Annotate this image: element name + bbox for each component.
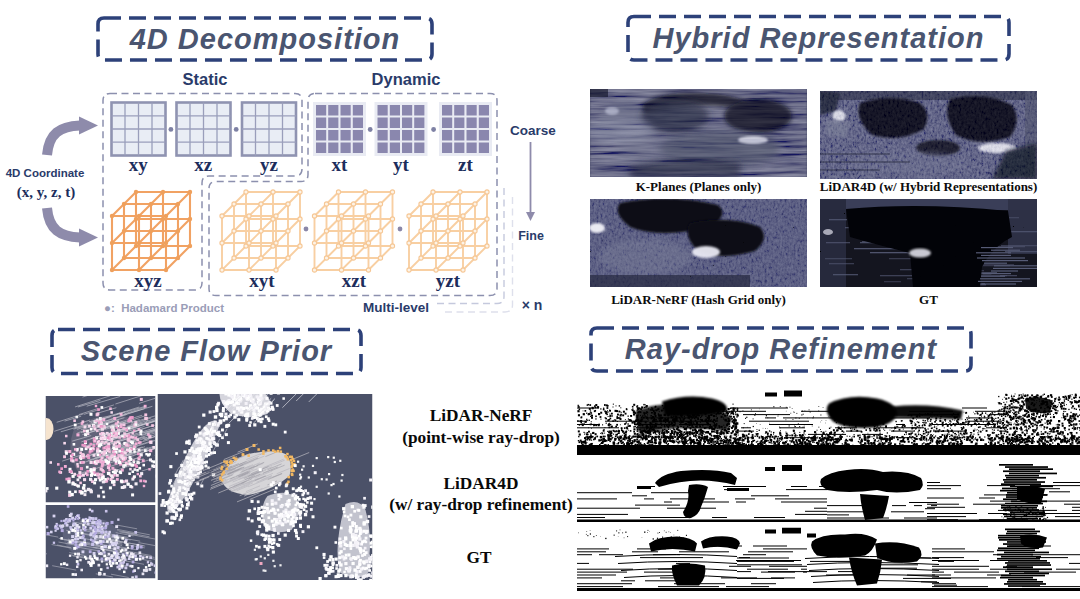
svg-text:xy: xy [129,154,149,175]
svg-text:xzt: xzt [342,270,367,291]
svg-text:xyt: xyt [249,270,275,291]
svg-text:Coarse: Coarse [510,123,556,138]
svg-text:× n: × n [522,297,543,313]
svg-text:Hybrid Representation: Hybrid Representation [653,22,985,54]
svg-text:yzt: yzt [436,270,461,291]
svg-text:yz: yz [260,154,279,175]
svg-text:(w/ ray-drop refinement): (w/ ray-drop refinement) [389,495,573,514]
svg-text:Scene Flow Prior: Scene Flow Prior [81,335,333,367]
svg-text:Ray-drop Refinement: Ray-drop Refinement [625,333,938,365]
svg-text:4D Decomposition: 4D Decomposition [129,23,401,55]
svg-text:LiDAR4D: LiDAR4D [444,474,519,493]
svg-text:Dynamic: Dynamic [372,70,441,88]
svg-text:LiDAR-NeRF: LiDAR-NeRF [430,406,533,425]
svg-text:4D Coordinate: 4D Coordinate [6,167,85,179]
svg-text:xz: xz [194,154,213,175]
svg-text:GT: GT [467,548,492,567]
svg-text:xt: xt [332,154,349,175]
svg-text:LiDAR4D (w/ Hybrid Representat: LiDAR4D (w/ Hybrid Representations) [820,179,1038,194]
svg-text:●: Hadamard Product: ●: Hadamard Product [104,302,224,314]
svg-text:Multi-level: Multi-level [363,300,429,315]
svg-text:K-Planes (Planes only): K-Planes (Planes only) [636,179,762,194]
svg-text:(point-wise ray-drop): (point-wise ray-drop) [402,428,560,447]
svg-text:xyz: xyz [134,270,162,291]
svg-text:zt: zt [458,154,473,175]
svg-text:Fine: Fine [518,229,544,243]
svg-text:(x, y, z, t): (x, y, z, t) [17,184,75,201]
svg-text:Static: Static [183,70,228,88]
svg-text:LiDAR-NeRF (Hash Grid only): LiDAR-NeRF (Hash Grid only) [611,292,786,307]
svg-text:yt: yt [393,154,410,175]
svg-text:GT: GT [919,292,938,307]
